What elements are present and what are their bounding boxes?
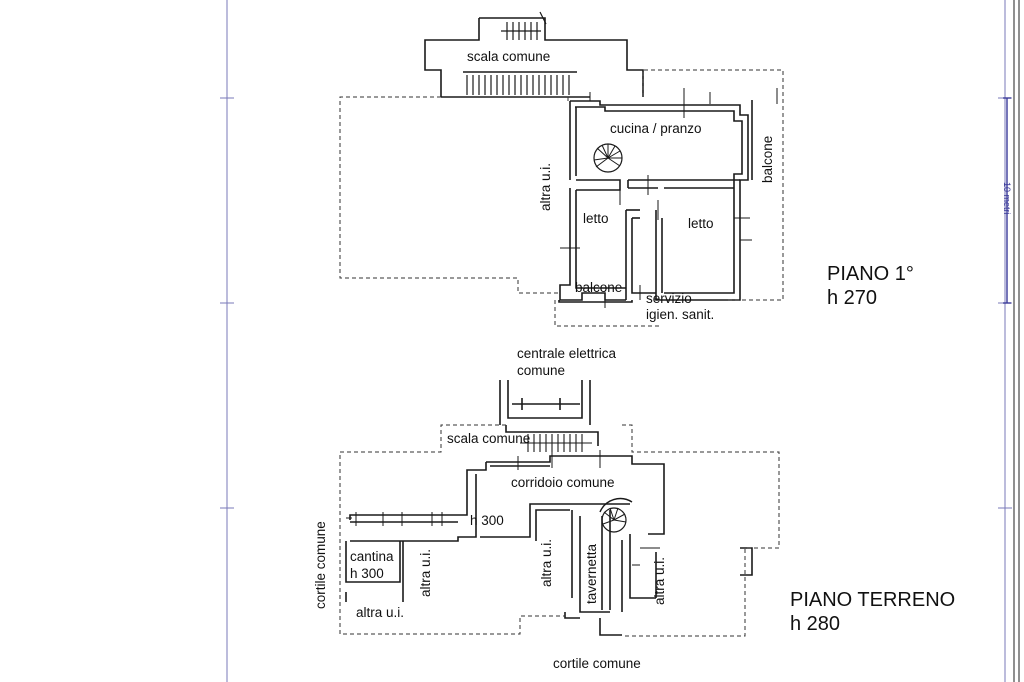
- stair-common-label: scala comune: [467, 49, 551, 64]
- courtyard-bottom-label: cortile comune: [553, 656, 641, 671]
- electrical-room-label-line2: comune: [517, 363, 566, 378]
- bedroom-right-label: letto: [688, 216, 714, 231]
- balcony-right-label: balcone: [760, 135, 775, 183]
- courtyard-left-label: cortile comune: [313, 521, 328, 609]
- ground-floor-walls: [345, 380, 753, 636]
- corridor-common-label: corridoio comune: [511, 475, 615, 490]
- first-floor-walls: [424, 11, 753, 308]
- other-unit-left-label: altra u.i.: [418, 548, 433, 597]
- other-unit-right-label: altra u.i.: [652, 556, 667, 605]
- bedroom-left-label: letto: [583, 211, 609, 226]
- first-floor-boundaries: [339, 69, 784, 327]
- ground-stair-common-label: scala comune: [447, 431, 531, 446]
- ground-floor-height: h 280: [790, 613, 841, 635]
- other-unit-label: altra u.i.: [538, 162, 553, 211]
- tavern-label: tavernetta: [584, 543, 599, 604]
- other-unit-bottom-label: altra u.i.: [356, 605, 405, 620]
- page-frame: [220, 0, 1012, 682]
- kitchen-dining-label: cucina / pranzo: [610, 121, 702, 136]
- cellar-label: cantina: [350, 549, 394, 564]
- cellar-height-label: h 300: [350, 566, 384, 581]
- balcony-bottom-label: balcone: [575, 280, 623, 295]
- corridor-height-label: h 300: [470, 513, 504, 528]
- first-floor-title: PIANO 1°: [827, 263, 914, 285]
- right-margin-rule: [1013, 0, 1020, 682]
- bathroom-label-line1: servizio: [646, 291, 692, 306]
- electrical-room-label-line1: centrale elettrica: [517, 346, 617, 361]
- bathroom-label-line2: igien. sanit.: [646, 307, 715, 322]
- scale-bar-label: 10 metri: [1002, 182, 1012, 215]
- ground-floor-title: PIANO TERRENO: [790, 589, 956, 611]
- scale-bar: [1003, 97, 1011, 304]
- ground-floor-boundaries: [339, 424, 780, 637]
- first-floor-height: h 270: [827, 287, 878, 309]
- other-unit-mid-label: altra u.i.: [539, 538, 554, 587]
